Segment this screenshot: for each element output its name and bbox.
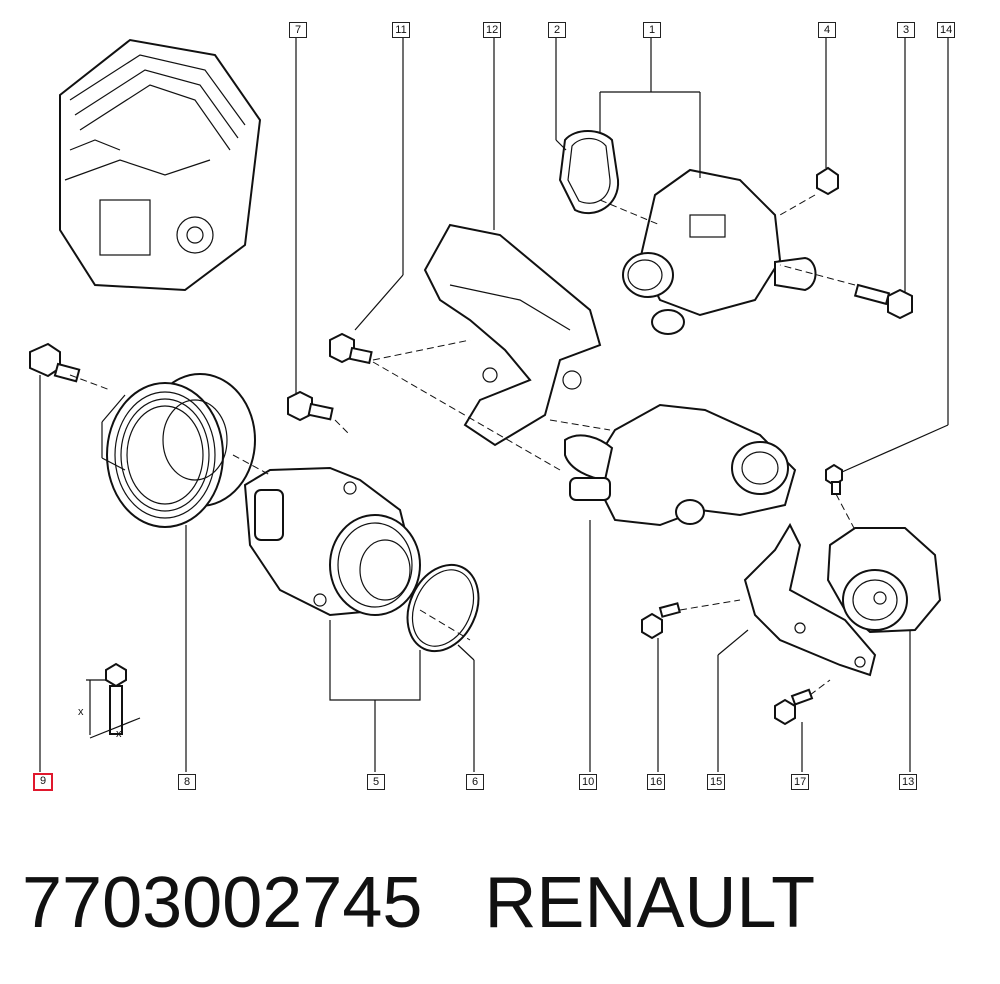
callout-9[interactable]: 9 xyxy=(33,773,53,791)
callout-3[interactable]: 3 xyxy=(897,22,915,38)
part-16-bolt xyxy=(641,602,681,640)
part-5-water-pump xyxy=(243,466,421,617)
part-6-o-ring xyxy=(406,563,480,653)
part-14-small-bolt xyxy=(825,463,843,495)
callout-12[interactable]: 12 xyxy=(483,22,502,38)
callout-1[interactable]: 1 xyxy=(643,22,661,38)
dimension-mark-x-left: x xyxy=(78,706,84,718)
assembly-dashed-lines xyxy=(69,194,856,696)
brand-name: RENAULT xyxy=(484,863,816,943)
callout-8[interactable]: 8 xyxy=(178,774,196,790)
part-4-nut xyxy=(816,166,839,196)
dimension-mark-x-right: x xyxy=(116,728,122,740)
part-10-thermostat-assembly xyxy=(564,403,797,527)
callout-17[interactable]: 17 xyxy=(791,774,810,790)
exploded-parts-diagram xyxy=(29,38,949,772)
part-3-bolt xyxy=(853,283,913,320)
callout-10[interactable]: 10 xyxy=(579,774,598,790)
callout-13[interactable]: 13 xyxy=(899,774,918,790)
part-15-mounting-bracket xyxy=(743,522,877,677)
part-8-pulley xyxy=(106,373,256,528)
callout-16[interactable]: 16 xyxy=(647,774,666,790)
part-12-bracket xyxy=(423,223,602,447)
callout-2[interactable]: 2 xyxy=(548,22,566,38)
part-11-bolt xyxy=(329,332,373,365)
footer-caption: 7703002745 RENAULT xyxy=(22,858,982,948)
part-1-thermostat-housing xyxy=(622,168,817,335)
leader-lines xyxy=(39,38,949,772)
bolt-dimension-sketch xyxy=(86,662,141,739)
callout-11[interactable]: 11 xyxy=(392,22,410,38)
engine-overview-illustration xyxy=(59,38,262,292)
callout-6[interactable]: 6 xyxy=(466,774,484,790)
callout-15[interactable]: 15 xyxy=(707,774,726,790)
part-number: 7703002745 xyxy=(22,863,423,943)
part-17-bolt xyxy=(774,688,814,726)
part-9-bolt xyxy=(29,342,81,383)
callout-7[interactable]: 7 xyxy=(289,22,307,38)
callout-5[interactable]: 5 xyxy=(367,774,385,790)
part-13-electric-pump xyxy=(826,527,942,634)
part-7-bolt xyxy=(287,390,334,422)
callout-14[interactable]: 14 xyxy=(937,22,956,38)
part-2-gasket xyxy=(558,130,620,215)
callout-4[interactable]: 4 xyxy=(818,22,836,38)
